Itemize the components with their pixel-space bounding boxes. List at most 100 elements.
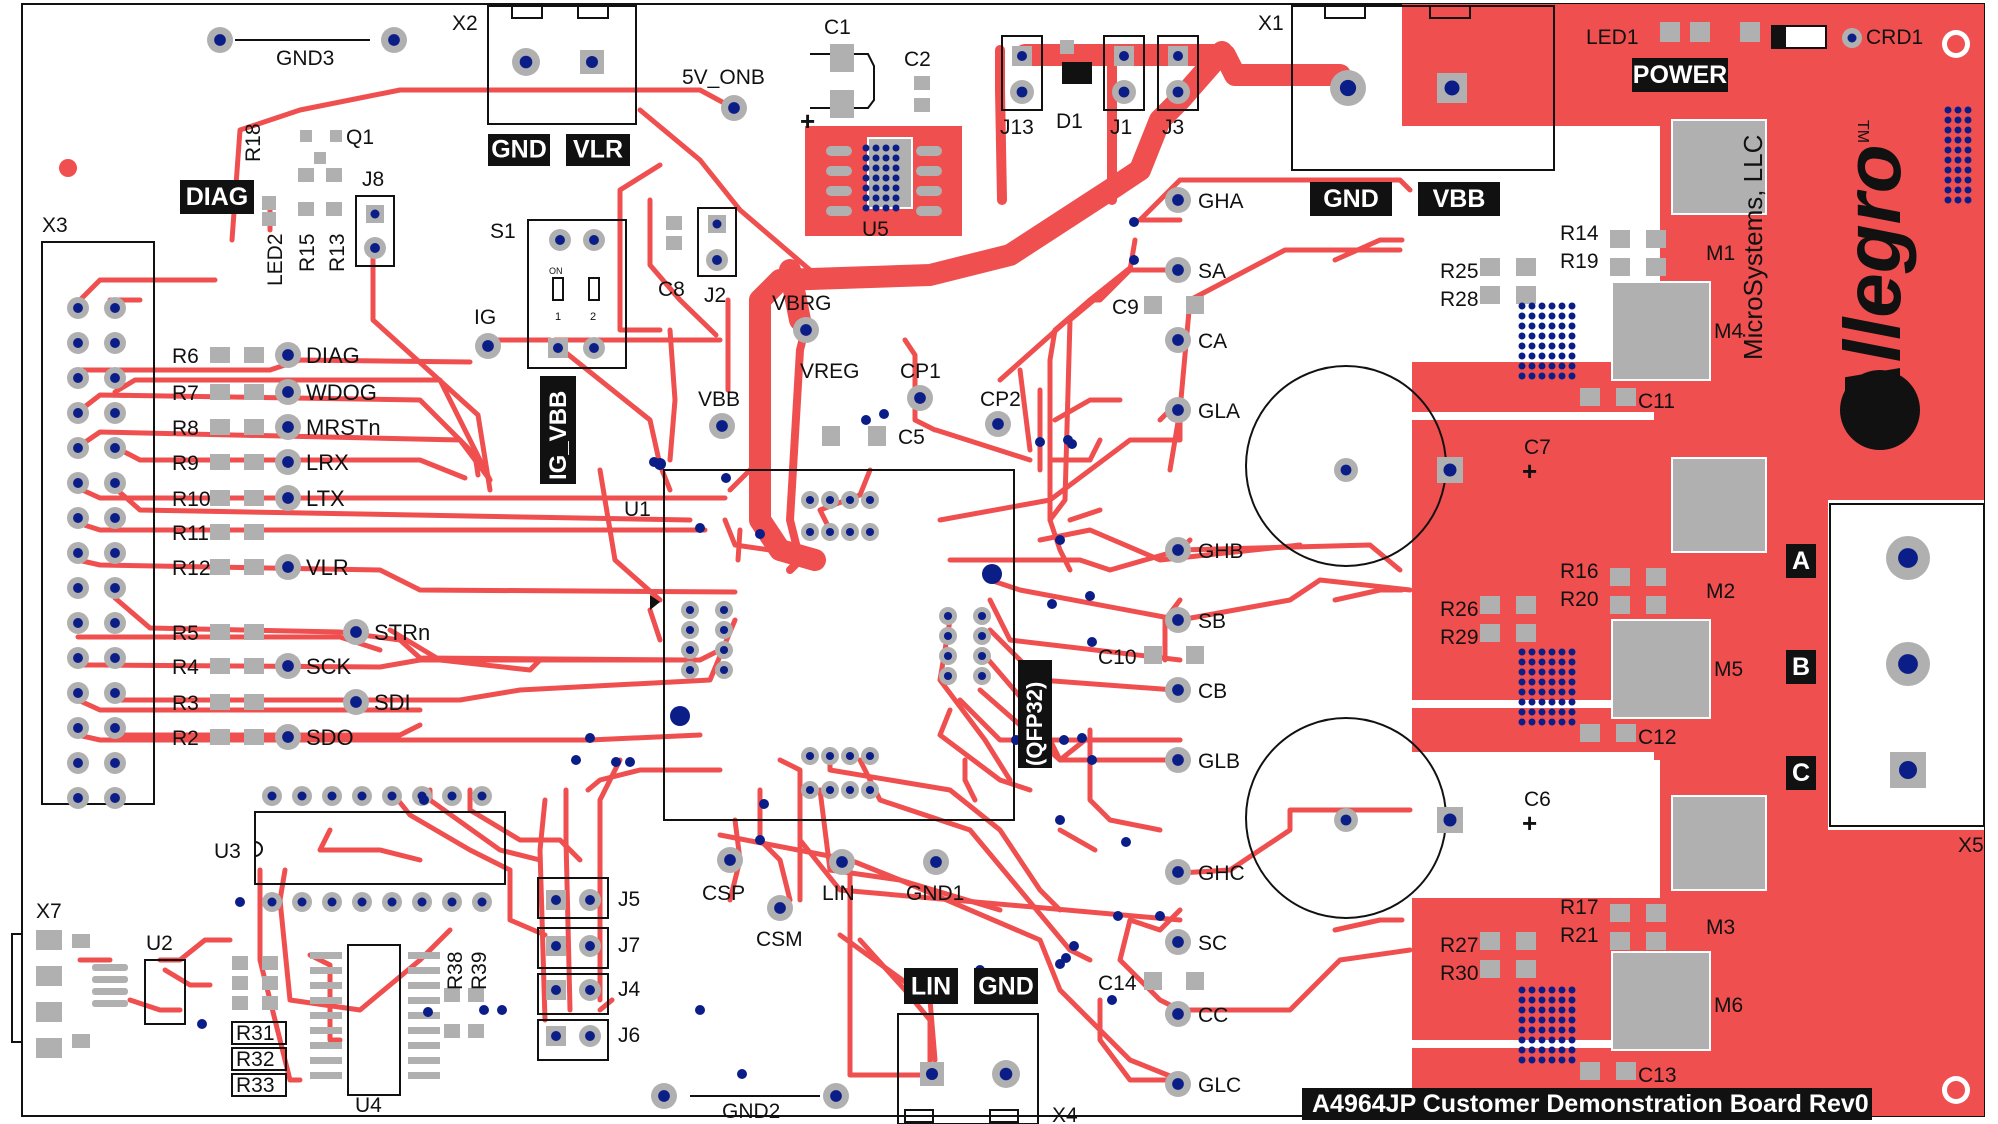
via [1558, 708, 1566, 716]
usb-pad [36, 1002, 62, 1022]
ic-pin [973, 607, 991, 625]
transistor-pad [300, 130, 312, 142]
via [1518, 996, 1526, 1004]
pads [11, 22, 1930, 1109]
ic-pin [939, 627, 957, 645]
mosfet-m2 [1671, 457, 1767, 553]
label-ghb: GHB [1198, 540, 1244, 563]
via [879, 409, 889, 419]
via [1538, 362, 1546, 370]
via [497, 1005, 507, 1015]
label-cb: CB [1198, 680, 1227, 703]
via [1944, 146, 1952, 154]
header-pin [67, 682, 89, 704]
via [1518, 648, 1526, 656]
resistor-pad [244, 658, 264, 674]
via [1518, 1036, 1526, 1044]
header-pin [104, 682, 126, 704]
via [862, 204, 870, 212]
allegro-tm: TM [1854, 120, 1871, 143]
via [1548, 678, 1556, 686]
via [1964, 196, 1972, 204]
switch-lever [588, 277, 600, 301]
test-point [275, 342, 301, 368]
via [1528, 708, 1536, 716]
header-pin [67, 507, 89, 529]
via [1954, 126, 1962, 134]
header-pin [104, 367, 126, 389]
terminal-pin [512, 48, 540, 76]
ic-pin [715, 621, 733, 639]
label-x5: X5 [1958, 834, 1984, 857]
via [862, 154, 870, 162]
dip-pin [292, 786, 312, 806]
test-point [985, 411, 1011, 437]
via [1518, 1026, 1526, 1034]
test-point [709, 413, 735, 439]
via [872, 184, 880, 192]
via [872, 204, 880, 212]
via [1944, 186, 1952, 194]
tag-phase-a [1786, 544, 1816, 578]
via [1129, 255, 1139, 265]
dip-pin [472, 786, 492, 806]
test-point [475, 333, 501, 359]
via [1558, 718, 1566, 726]
resistor-pad [244, 559, 264, 575]
switch-pin [548, 338, 568, 358]
via [1548, 986, 1556, 994]
via [1538, 1016, 1546, 1024]
via [1528, 678, 1536, 686]
u5-pin [826, 166, 852, 176]
dip-pin [352, 892, 372, 912]
terminal-pin [992, 1060, 1020, 1088]
via [1568, 322, 1576, 330]
resistor-pad [210, 559, 230, 575]
via [1964, 186, 1972, 194]
ic-pin [841, 523, 859, 541]
label-q1: Q1 [346, 126, 374, 149]
label-c12: C12 [1638, 726, 1677, 749]
label-r13: R13 [326, 233, 349, 272]
header-resistor-label: R7 [172, 382, 199, 405]
terminal-pin [1890, 752, 1926, 788]
via [197, 1019, 207, 1029]
label-ig: IG [474, 306, 496, 329]
ic-pin [801, 747, 819, 765]
label-c7: C7 [1524, 436, 1551, 459]
via [872, 144, 880, 152]
led-pad [262, 212, 276, 226]
via [1085, 591, 1095, 601]
label-csp: CSP [702, 882, 745, 905]
silk-lines [235, 39, 820, 1097]
test-point [1165, 1071, 1191, 1097]
test-point [923, 849, 949, 875]
via [1944, 116, 1952, 124]
ic-pin [821, 781, 839, 799]
via [882, 144, 890, 152]
via [1548, 1036, 1556, 1044]
via [1077, 733, 1087, 743]
label-u5: U5 [862, 218, 889, 241]
label-vbrg: VBRG [772, 292, 832, 315]
label-c1: C1 [824, 16, 851, 39]
resistor-pad [210, 524, 230, 540]
dip-pin [262, 892, 282, 912]
via [892, 144, 900, 152]
via [1568, 1016, 1576, 1024]
jumper-pin [546, 936, 566, 956]
via [1113, 911, 1123, 921]
via [1518, 342, 1526, 350]
via [1558, 996, 1566, 1004]
u4-pin [310, 967, 342, 974]
ic-pin [973, 647, 991, 665]
qfp32-tag-bg [1018, 660, 1052, 768]
tag-gnd-x4-text: GND [978, 973, 1034, 1001]
ic-pin [681, 641, 699, 659]
test-point [207, 27, 233, 53]
via [1538, 302, 1546, 310]
label-j6: J6 [618, 1024, 640, 1047]
cap-pad [1580, 1062, 1600, 1080]
crd1-pin [1842, 28, 1862, 48]
